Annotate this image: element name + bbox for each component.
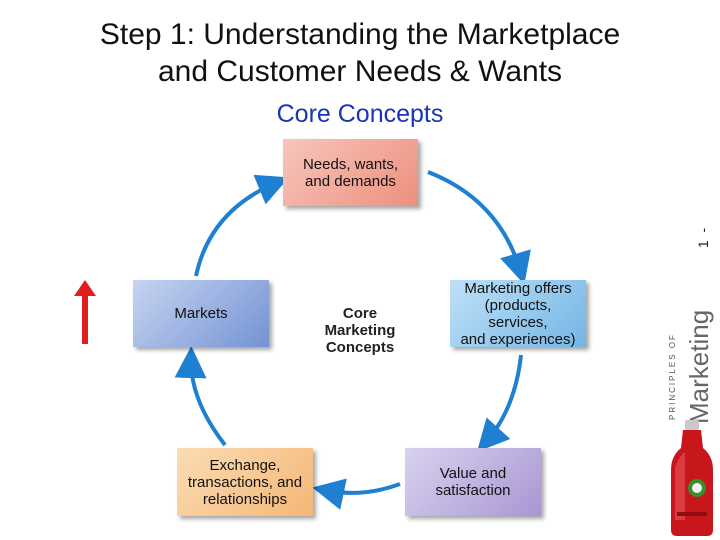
center-label: Core Marketing Concepts — [324, 305, 396, 356]
node-offers-label: Marketing offers (products, services, an… — [460, 279, 576, 348]
node-exchange-relationships: Exchange, transactions, and relationship… — [177, 448, 313, 516]
slide-number: 1 - 6 — [695, 225, 711, 249]
node-needs-wants-demands: Needs, wants, and demands — [283, 139, 418, 206]
node-needs-label: Needs, wants, and demands — [302, 155, 399, 190]
node-markets-label: Markets — [174, 305, 228, 322]
node-exchange-label: Exchange, transactions, and relationship… — [187, 456, 303, 508]
node-marketing-offers: Marketing offers (products, services, an… — [450, 279, 586, 348]
slide-title-line-2: and Customer Needs & Wants — [157, 55, 563, 88]
arrow-needs-to-offers — [427, 170, 531, 285]
slide-subtitle: Core Concepts — [276, 100, 444, 128]
arrow-value-to-exchange — [312, 478, 401, 510]
node-value-satisfaction: Value and satisfaction — [405, 448, 541, 516]
arrow-exchange-to-markets — [174, 346, 227, 447]
slide-title-line-1: Step 1: Understanding the Marketplace — [99, 18, 621, 51]
node-value-label: Value and satisfaction — [435, 465, 511, 499]
red-up-arrow-icon — [74, 280, 96, 344]
book-brand-text: Marketing — [684, 309, 714, 424]
slide-title: Step 1: Understanding the Marketplace an… — [0, 16, 720, 90]
book-series-text: PRINCIPLES OF — [668, 333, 677, 420]
arrow-markets-to-needs — [194, 174, 290, 277]
arrow-offers-to-value — [476, 354, 523, 452]
node-markets: Markets — [133, 280, 269, 347]
juice-bottle-cover-image — [671, 420, 713, 536]
